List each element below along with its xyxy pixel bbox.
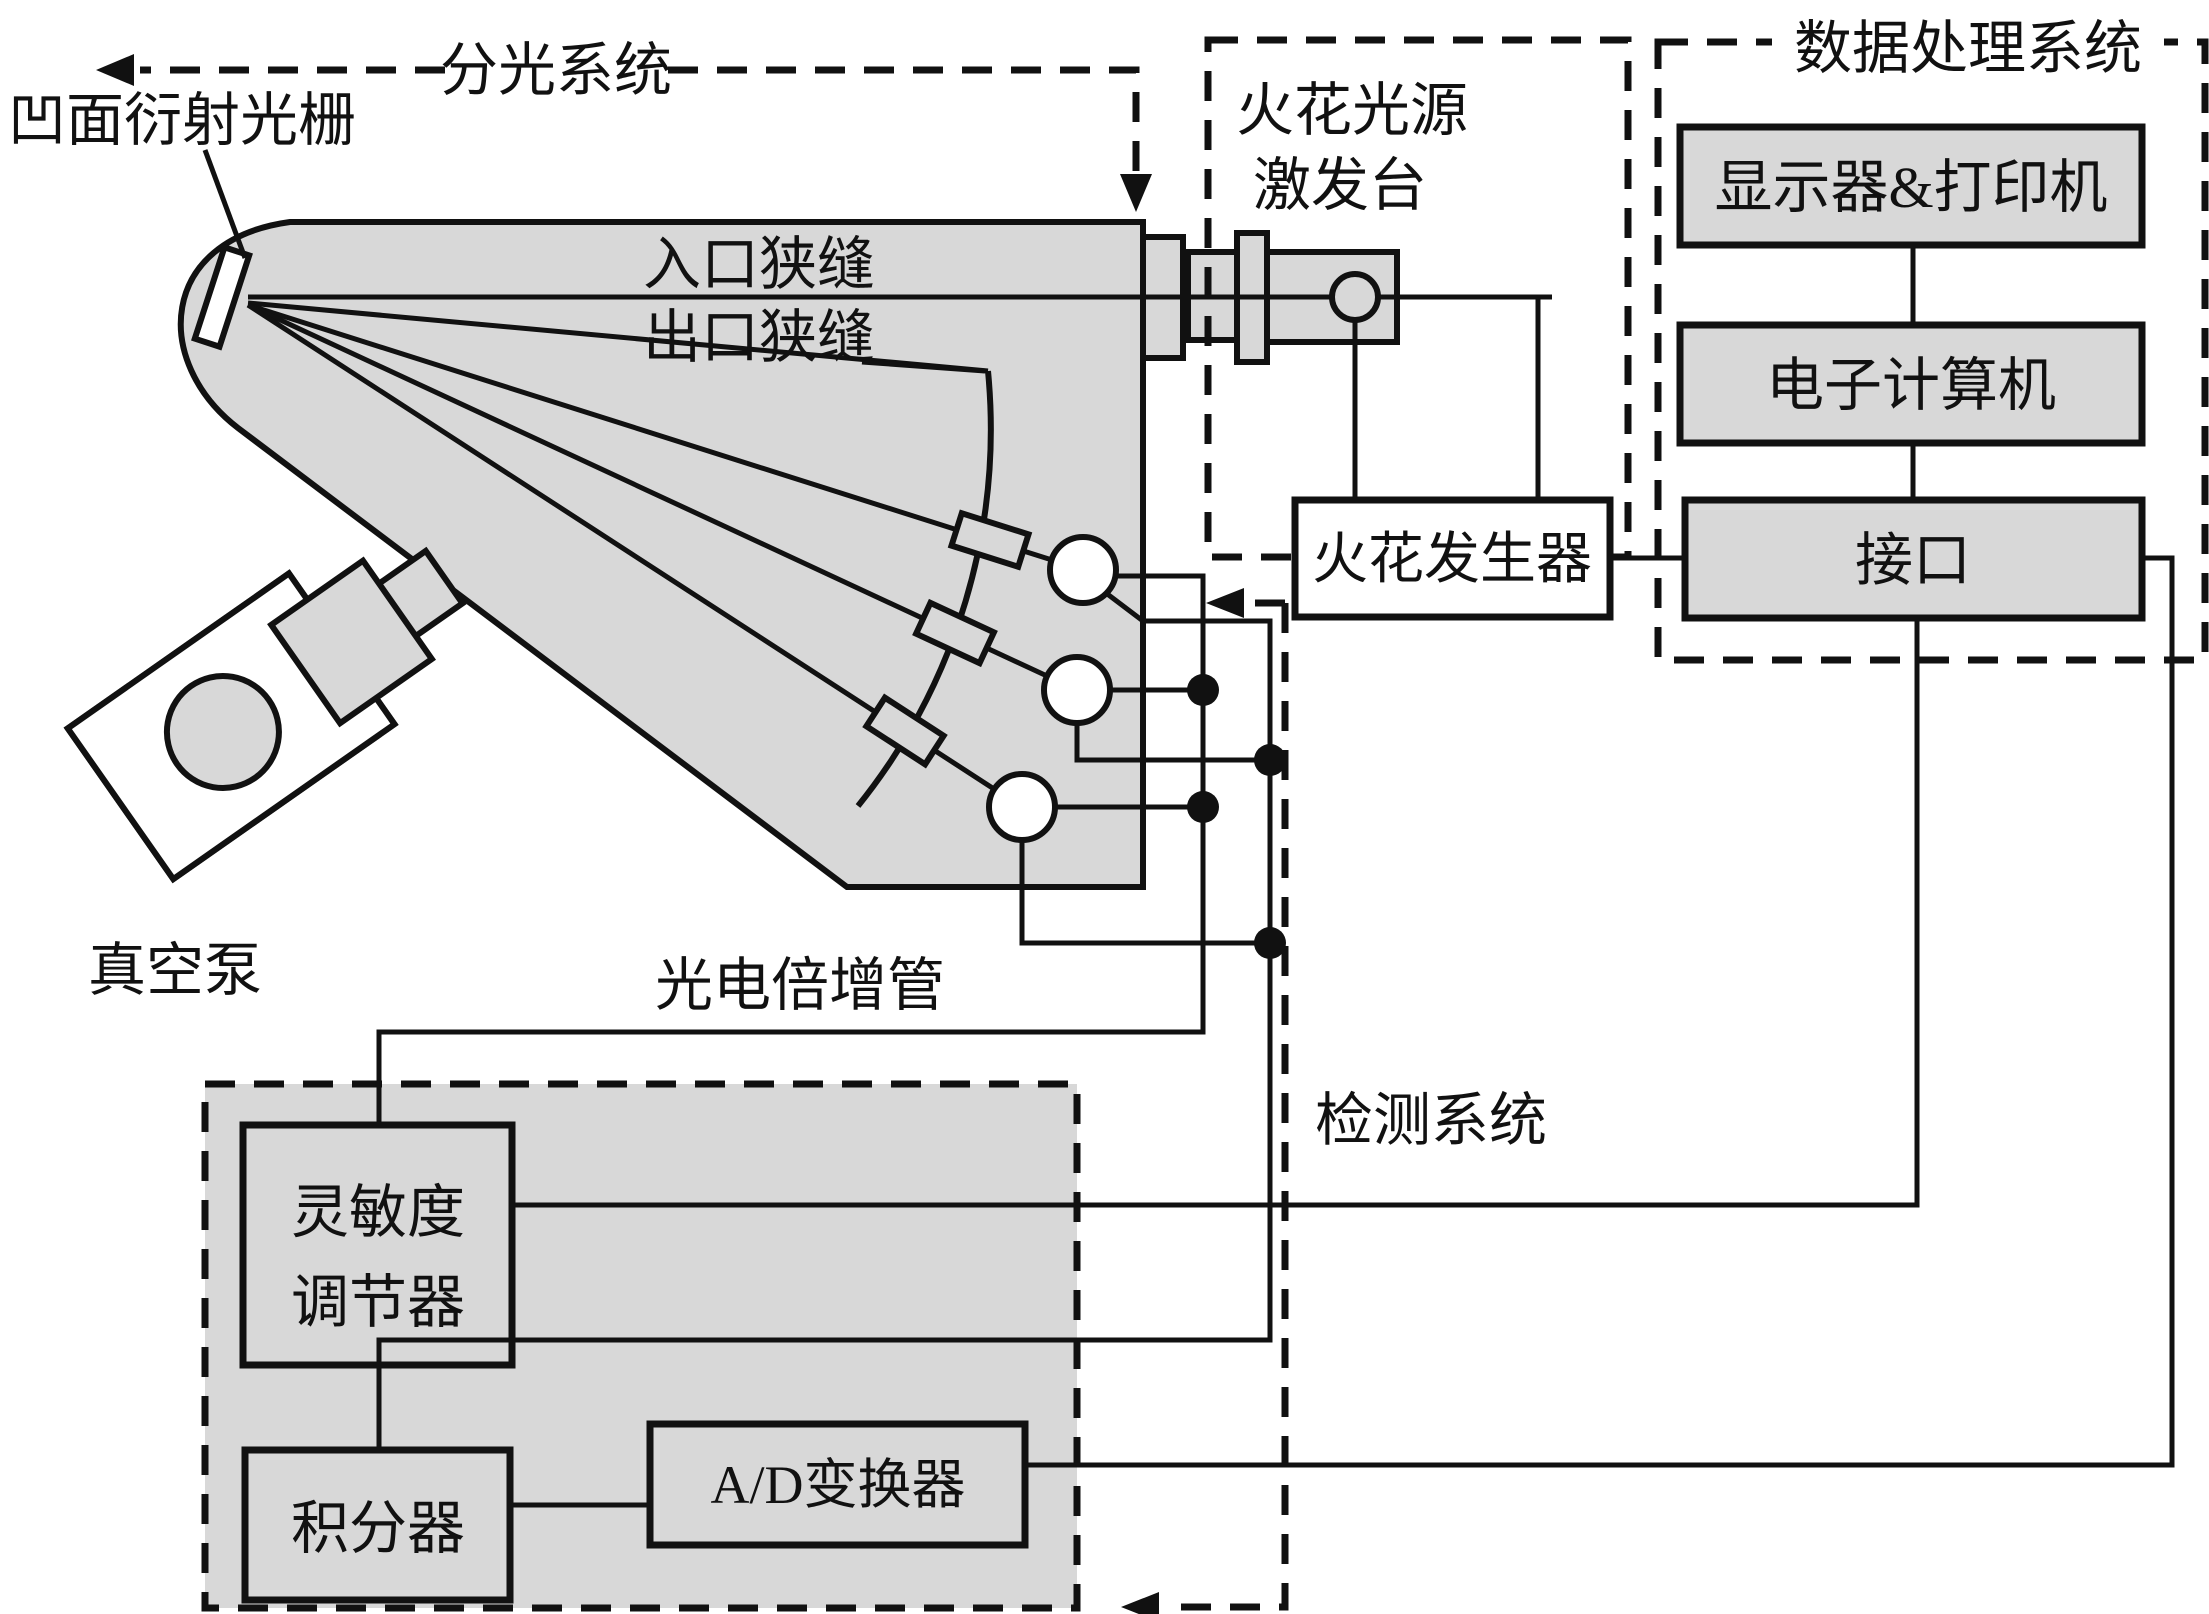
display-printer-label: 显示器&打印机 [1714,155,2107,220]
ad-converter-label: A/D变换器 [711,1455,966,1515]
pmt-circle-3 [986,771,1058,843]
detect-bottom-arrowhead-icon [1121,1592,1159,1614]
pmt-label: 光电倍增管 [655,953,945,1018]
left-arrowhead-icon [96,54,134,86]
wire-pmt1-to-integrator [376,591,1273,1450]
exit-slit-label: 出口狭缝 [643,305,875,370]
ray-to-slit-1 [247,302,1053,563]
wire-pmt2-bottom [1074,723,1270,763]
junction-dot-2 [1187,791,1219,823]
spectro-system-label: 分光系统 [440,38,672,103]
ad-converter-box [646,1420,1029,1549]
detection-system-label: 检测系统 [1315,1088,1547,1153]
wire-pmt3-bottom [1019,840,1270,946]
spark-gap-port [1329,271,1381,323]
ray-to-slit-2 [246,302,1049,679]
vacuum-pump-parts [63,546,467,884]
interface-label: 接口 [1855,528,1971,593]
display-printer-box [1676,123,2146,249]
pmt-circle-2 [1041,654,1113,726]
computer-label: 电子计算机 [1766,353,2056,418]
computer-box [1676,321,2146,447]
exit-slit-1 [947,509,1033,571]
sensitivity-label-line2: 调节器 [291,1270,465,1335]
spectro-system-dash-right [668,66,1140,178]
spark-stage-label-line1: 火花光源 [1236,78,1468,143]
pump-motor-circle [163,672,282,791]
grating-label: 凹面衍射光栅 [8,88,356,153]
vacuum-pump-label: 真空泵 [88,938,262,1003]
detect-top-arrowhead-icon [1206,588,1244,618]
exit-slit-2 [912,598,998,668]
junction-dot-1 [1187,674,1219,706]
integrator-label: 积分器 [291,1496,465,1561]
junction-dot-4 [1254,927,1286,959]
entrance-slit-label: 入口狭缝 [643,232,875,297]
spark-generator-label: 火花发生器 [1312,529,1592,591]
ray-to-slit-3 [246,302,996,792]
down-arrowhead-icon [1120,174,1152,212]
wire-sensitivity-to-interface [512,618,1920,1208]
focal-curve-arc [855,370,994,808]
data-system-label: 数据处理系统 [1794,16,2142,81]
wire-pmt1-to-sensitivity [376,573,1206,1125]
pump-inner-block [267,556,436,728]
exit-slit-pointer-line [861,359,986,374]
ray-zero-order [247,300,989,374]
data-system-label-bg [1772,12,2164,78]
detection-system-dash-line [1162,603,1289,1611]
sensitivity-label-line1: 灵敏度 [291,1180,465,1245]
grating-pointer-line [202,149,248,259]
wire-interface-to-ad [1025,555,2175,1468]
spark-stage-label-line2: 激发台 [1253,153,1427,218]
junction-dot-3 [1254,744,1286,776]
pmt-circle-1 [1047,534,1119,606]
exit-slit-3 [862,693,948,769]
concave-grating [191,243,253,351]
